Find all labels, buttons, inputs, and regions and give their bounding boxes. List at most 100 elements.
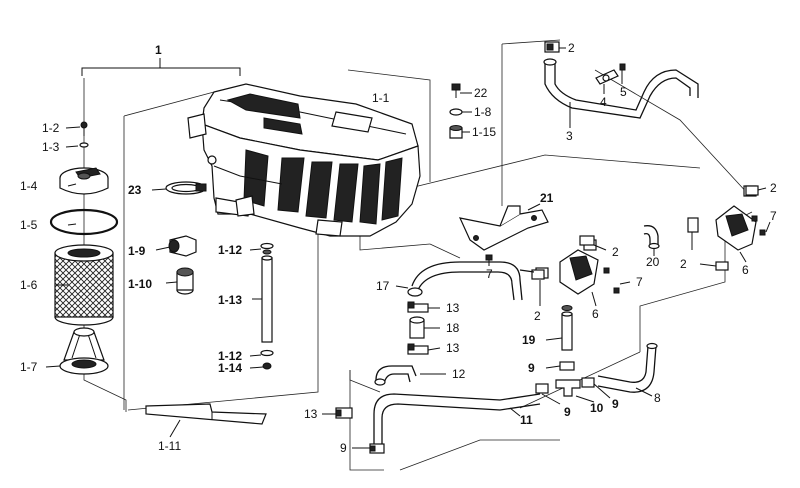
- clip-9-right: [581, 377, 595, 388]
- leader-8: [635, 387, 653, 397]
- label-22: 22: [474, 86, 488, 100]
- leaders-valve-mid: [539, 244, 631, 307]
- leader-1-10: [165, 281, 178, 284]
- leader-23: [151, 188, 167, 191]
- label-7-c: 7: [770, 209, 777, 223]
- label-1-8: 1-8: [474, 105, 492, 119]
- hose-8: [597, 342, 658, 393]
- label-10: 10: [590, 401, 604, 415]
- label-9-b: 9: [564, 405, 571, 419]
- drain-tube-1-13: [260, 242, 274, 370]
- clamp-13-a: [407, 301, 429, 313]
- label-18: 18: [446, 321, 460, 335]
- wing-nut-cap-1-4: [59, 167, 109, 195]
- plug-1-10: [176, 267, 194, 295]
- label-12: 12: [452, 367, 466, 381]
- leader-1-11: [169, 419, 181, 438]
- leaders-13-18: [424, 307, 441, 351]
- leaders-upper: [559, 47, 623, 128]
- leader-17: [395, 285, 409, 289]
- label-5: 5: [620, 85, 627, 99]
- pad-1-11: [145, 403, 267, 425]
- label-1-14: 1-14: [218, 361, 242, 375]
- clip-2-mid-b: [531, 269, 545, 280]
- label-1-3: 1-3: [42, 140, 60, 154]
- label-2-top: 2: [568, 41, 575, 55]
- label-1-13: 1-13: [218, 293, 242, 307]
- label-1-9: 1-9: [128, 244, 146, 258]
- air-box-ribs: [243, 149, 403, 225]
- hose-17: [407, 261, 535, 301]
- label-2-right-a: 2: [770, 181, 777, 195]
- elbow-1-9: [168, 235, 197, 257]
- hose-clamp-23: [165, 181, 207, 195]
- label-13-b: 13: [446, 341, 460, 355]
- label-1-15: 1-15: [472, 125, 496, 139]
- label-11: 11: [520, 413, 533, 427]
- label-6-right: 6: [742, 263, 749, 277]
- screw-7-b: [603, 267, 620, 294]
- clip-2-mid-a: [579, 235, 595, 246]
- bracket-21: [458, 205, 549, 251]
- leaders-drain: [249, 248, 264, 369]
- label-7-a: 7: [486, 267, 493, 281]
- clip-2-right-b: [715, 261, 729, 271]
- valve-6-middle: [535, 239, 599, 295]
- label-6-mid: 6: [592, 307, 599, 321]
- leaders-10-9: [541, 383, 611, 405]
- group-bracket-1: [81, 58, 241, 76]
- label-1-7: 1-7: [20, 360, 38, 374]
- label-9-c: 9: [612, 397, 619, 411]
- label-1-2: 1-2: [42, 121, 60, 135]
- bolt-22: [451, 83, 461, 98]
- label-19: 19: [522, 333, 536, 347]
- label-4: 4: [600, 95, 607, 109]
- clip-9-bottom: [369, 443, 385, 454]
- leaders-filter: [45, 126, 81, 368]
- leader-11: [509, 407, 521, 417]
- fitting-4: [595, 69, 619, 85]
- air-box-1-1: [187, 83, 421, 237]
- label-1: 1: [155, 43, 162, 57]
- label-2-mid-b: 2: [534, 309, 541, 323]
- clip-2-top: [544, 41, 560, 53]
- valve-6-right: [687, 185, 757, 251]
- label-9-bottom: 9: [340, 441, 347, 455]
- hose-11: [373, 393, 541, 446]
- joint-18: [409, 316, 425, 339]
- elbow-20: [643, 225, 660, 250]
- grommet-1-15: [449, 125, 463, 139]
- hose-3: [543, 58, 699, 119]
- clip-9-left: [535, 383, 549, 394]
- leader-21: [527, 203, 541, 211]
- label-1-5: 1-5: [20, 218, 38, 232]
- label-23: 23: [128, 183, 142, 197]
- clamp-13-b: [407, 343, 429, 355]
- clip-2-right-a: [745, 185, 759, 196]
- washer-1-8: [449, 108, 463, 116]
- labels: 1 1-1 1-2 1-3 1-4 1-5 1-6 1-7 1-8 1-9 1-…: [20, 41, 777, 455]
- label-1-11: 1-11: [158, 439, 181, 453]
- label-1-12-a: 1-12: [218, 243, 242, 257]
- leaders-bolt: [460, 92, 472, 133]
- screw-1-2: [80, 121, 88, 136]
- leaders-valve-right: [691, 187, 771, 267]
- hose-12: [374, 365, 417, 386]
- label-1-6: 1-6: [20, 278, 38, 292]
- label-7-b: 7: [636, 275, 643, 289]
- label-1-1: 1-1: [372, 91, 390, 105]
- label-2-right-b: 2: [680, 257, 687, 271]
- label-9-a: 9: [528, 361, 535, 375]
- t-joint-10: [555, 379, 581, 397]
- label-13-c: 13: [304, 407, 318, 421]
- washer-1-3: [79, 142, 89, 148]
- screw-5: [619, 63, 626, 76]
- filter-cage-1-7: [59, 327, 109, 375]
- label-1-12-b: 1-12: [218, 349, 242, 363]
- label-21: 21: [540, 191, 554, 205]
- label-1-10: 1-10: [128, 277, 152, 291]
- label-2-mid-a: 2: [612, 245, 619, 259]
- label-17: 17: [376, 279, 390, 293]
- label-13-a: 13: [446, 301, 460, 315]
